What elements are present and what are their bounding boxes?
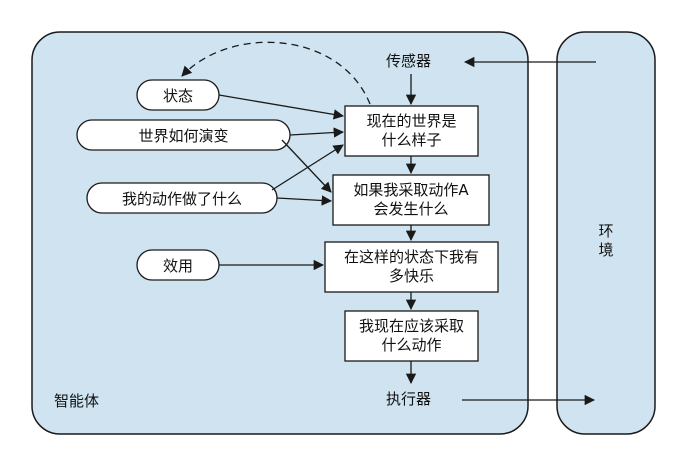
happy-line-1: 在这样的状态下我有: [343, 247, 479, 266]
action-now-line-1: 我现在应该采取: [358, 316, 464, 335]
if-action-line-1: 如果我采取动作A: [353, 180, 469, 199]
happy-box-label: 在这样的状态下我有 多快乐: [325, 242, 498, 292]
happy-box: [324, 241, 499, 293]
action-now-line-2: 什么动作: [381, 336, 442, 354]
agent-panel: [31, 31, 529, 435]
agent-label: 智能体: [54, 392, 100, 410]
world-evolves-pill-label: 世界如何演变: [138, 126, 229, 145]
state-pill-label: 状态: [162, 86, 193, 105]
world-now-line-2: 什么样子: [381, 131, 442, 149]
state-to-world-arrow: [218, 94, 345, 120]
my-actions-pill-label: 我的动作做了什么: [121, 189, 242, 208]
action-now-box: [344, 310, 479, 362]
world-now-box: [344, 105, 479, 157]
action-now-box-label: 我现在应该采取 什么动作: [345, 311, 478, 361]
if-action-line-2: 会发生什么: [373, 200, 449, 218]
actions-to-world-arrow: [271, 144, 344, 191]
environment-label-line-2: 境: [598, 241, 614, 259]
world-now-box-label: 现在的世界是 什么样子: [345, 106, 478, 156]
environment-label-line-1: 环: [598, 221, 614, 240]
world-now-line-1: 现在的世界是: [366, 111, 457, 130]
evolves-to-ifaction-arrow: [281, 139, 332, 193]
if-action-box-label: 如果我采取动作A 会发生什么: [333, 175, 489, 225]
utility-pill-label: 效用: [162, 256, 193, 275]
environment-panel: [556, 31, 656, 435]
actuators-label: 执行器: [386, 390, 432, 408]
evolves-to-world-arrow: [289, 127, 345, 138]
sensors-label: 传感器: [386, 52, 432, 70]
environment-label: 环 境: [557, 218, 655, 264]
world-to-state-dashed-arrow: [181, 41, 371, 105]
happy-line-2: 多快乐: [388, 267, 434, 285]
if-action-box: [332, 174, 490, 226]
actions-to-ifaction-arrow: [276, 195, 333, 206]
